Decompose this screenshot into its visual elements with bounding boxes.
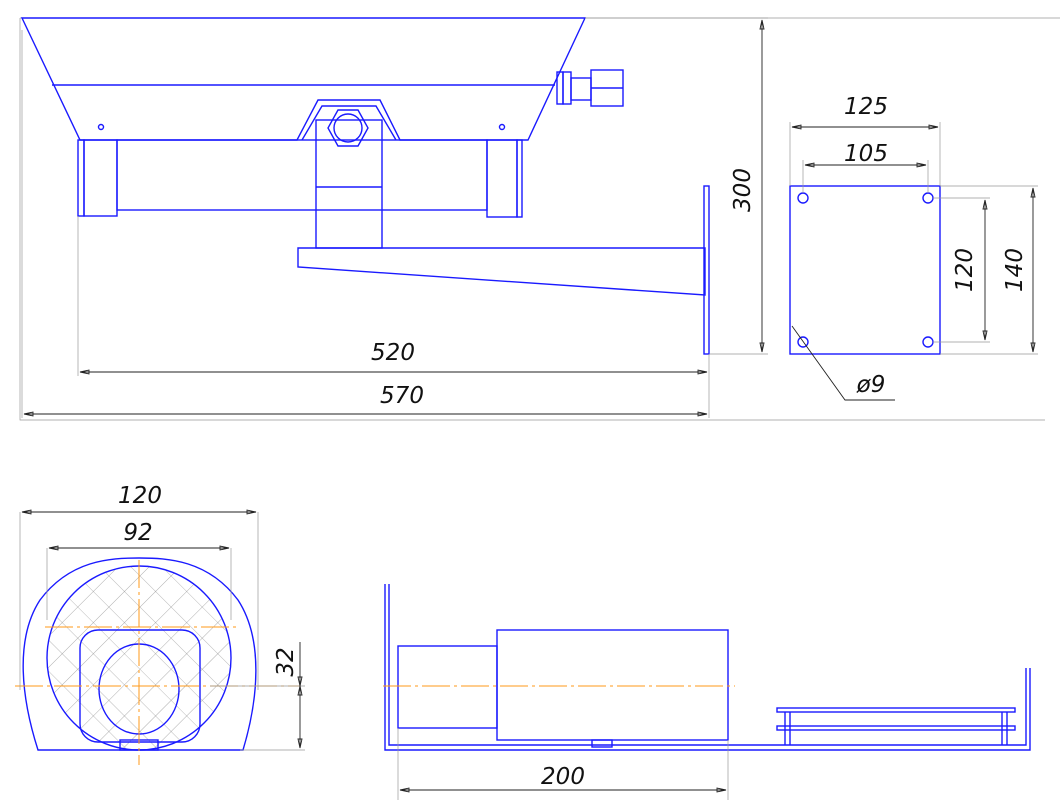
dim-120-width: 120: [118, 483, 162, 509]
dim-125: 125: [844, 94, 888, 120]
lens-block: [397, 645, 498, 729]
internal-layout-view: 200: [383, 584, 1031, 800]
base-channel: [384, 584, 1031, 751]
dim-200: 200: [541, 764, 585, 790]
dim-120-holes: 120: [952, 248, 978, 292]
mount-plate: [789, 185, 941, 355]
dim-140: 140: [1002, 248, 1028, 292]
drawing-frame: [19, 17, 1060, 421]
camera-tube: [116, 139, 488, 211]
dim-520: 520: [371, 340, 415, 366]
dim-92: 92: [123, 520, 152, 546]
wall-arm: [297, 247, 706, 296]
front-view: 120 92 32: [15, 483, 305, 765]
dim-105: 105: [844, 141, 888, 167]
circuit-board-bottom: [776, 725, 1016, 731]
circuit-board-top: [776, 707, 1016, 713]
mount-hole: [797, 192, 809, 204]
housing-hood: [20, 17, 587, 141]
mount-hole: [922, 192, 934, 204]
screw-right: [498, 123, 506, 131]
wall-plate: [703, 185, 710, 355]
mount-plate-view: 125 105 120 140 ø9: [789, 94, 1038, 401]
pivot-bolt: [327, 109, 369, 147]
dim-32: 32: [273, 647, 299, 676]
bracket-post: [315, 119, 383, 249]
mount-hole: [797, 336, 809, 348]
camera-block: [496, 629, 729, 741]
screw-left: [97, 123, 105, 131]
mount-hole: [922, 336, 934, 348]
side-view: 520 570 300: [20, 17, 768, 418]
housing-outline: [22, 557, 257, 751]
cable-gland: [556, 69, 624, 107]
dim-570: 570: [380, 383, 424, 409]
dim-300: 300: [730, 168, 756, 212]
dim-hole-diameter: ø9: [856, 372, 886, 398]
